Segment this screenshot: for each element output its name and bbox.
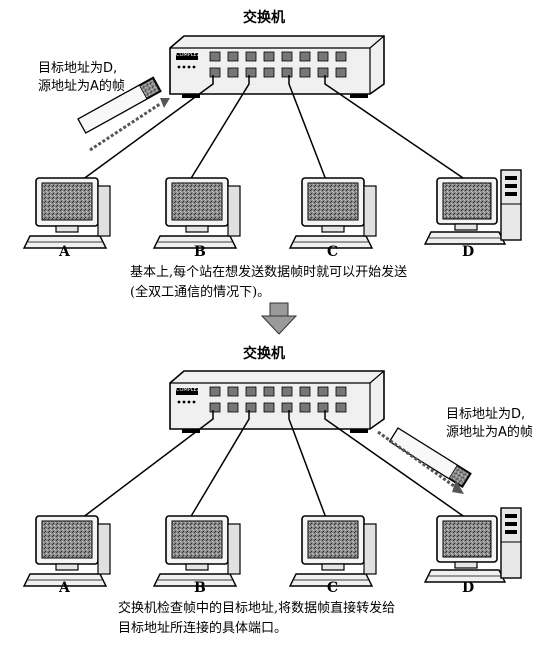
bottom-switch-icon (169, 370, 385, 434)
top-switch-label: 交换机 (243, 10, 285, 26)
down-arrow-icon (260, 302, 298, 335)
bottom-computer-b-icon (153, 515, 241, 587)
bottom-switch-label: 交换机 (243, 346, 285, 362)
top-frame-label-line1: 目标地址为D, (38, 61, 118, 76)
top-station-a-label: A (59, 244, 70, 260)
top-computer-d-icon (424, 169, 522, 245)
top-station-b-label: B (194, 244, 206, 260)
top-switch-brand: COMPLEX (176, 52, 201, 58)
top-station-c-label: C (327, 244, 339, 260)
bottom-station-d-label: D (462, 580, 475, 596)
bottom-cable-a (81, 410, 214, 519)
top-computer-c-icon (289, 177, 377, 249)
bottom-frame-label-line1: 目标地址为D, (446, 407, 526, 422)
bottom-caption-line1: 交换机检查帧中的目标地址,将数据帧直接转发给 (118, 601, 396, 616)
top-frame-packet-icon (77, 76, 162, 134)
bottom-computer-c-icon (289, 515, 377, 587)
bottom-caption-line2: 目标地址所连接的具体端口。 (118, 621, 288, 636)
bottom-station-a-label: A (59, 580, 70, 596)
top-frame-label-line2: 源地址为A的帧 (38, 79, 125, 94)
top-switch-icon (169, 35, 385, 99)
top-cable-a (81, 75, 214, 181)
bottom-station-b-label: B (194, 580, 206, 596)
bottom-cable-d (324, 410, 467, 519)
top-station-d-label: D (462, 244, 475, 260)
bottom-cable-c (288, 410, 327, 519)
top-computer-a-icon (23, 177, 111, 249)
bottom-frame-label-line2: 源地址为A的帧 (446, 425, 533, 440)
bottom-station-c-label: C (327, 580, 339, 596)
bottom-cable-b (189, 410, 250, 519)
top-caption-line2: (全双工通信的情况下)。 (130, 285, 271, 300)
bottom-frame-arrow (377, 430, 464, 494)
top-computer-b-icon (153, 177, 241, 249)
top-cable-b (189, 75, 250, 181)
bottom-computer-d-icon (424, 507, 522, 583)
bottom-computer-a-icon (23, 515, 111, 587)
bottom-switch-brand: COMPLEX (176, 387, 201, 393)
top-cable-c (288, 75, 327, 181)
top-frame-arrow (89, 98, 170, 152)
top-caption-line1: 基本上,每个站在想发送数据帧时就可以开始发送 (130, 265, 408, 280)
top-cable-d (324, 75, 467, 181)
